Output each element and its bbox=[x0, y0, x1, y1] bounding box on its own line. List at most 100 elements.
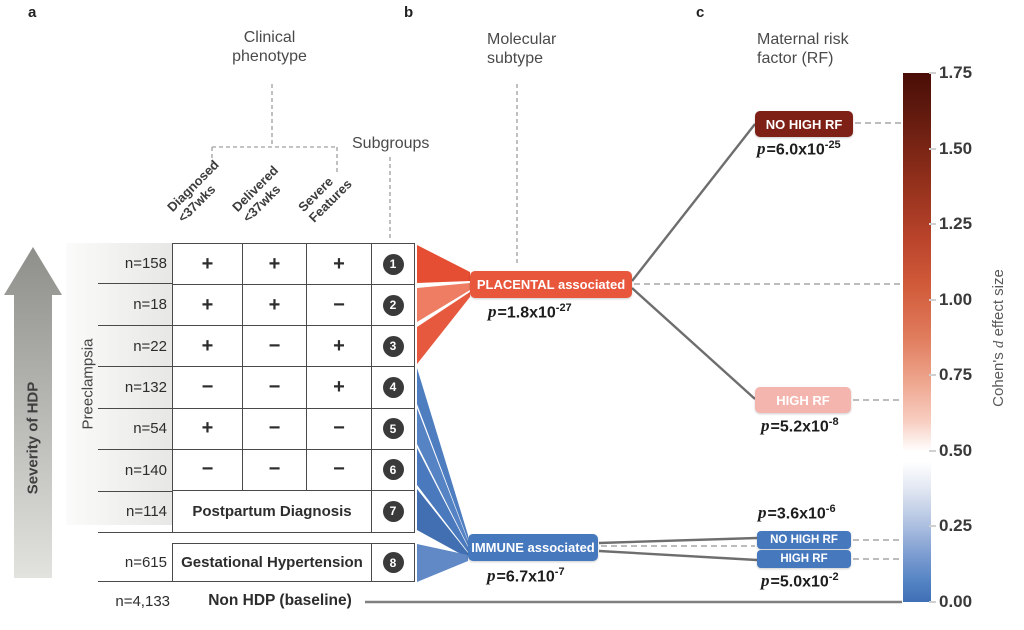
table-cell: + bbox=[307, 244, 372, 286]
row-count: n=615 bbox=[98, 543, 172, 582]
subgroup-cell: 6 bbox=[372, 450, 414, 491]
gestational-hypertension-label: Gestational Hypertension bbox=[173, 544, 372, 581]
colorbar-tick-label: 0.25 bbox=[939, 516, 973, 535]
subgroup-badge: 1 bbox=[382, 253, 404, 275]
phenotype-table: + + + 1 + + − 2 + − + 3 − − + 4 + − − 5 … bbox=[172, 243, 415, 533]
colorbar-tick bbox=[929, 374, 936, 376]
immune-highrf-pvalue: p=5.0x10-2 bbox=[761, 571, 839, 591]
placental-highrf-pvalue: p=5.2x10-8 bbox=[761, 416, 839, 436]
table-cell: − bbox=[243, 449, 307, 491]
row-count: n=22 bbox=[98, 326, 172, 368]
table-cell: + bbox=[307, 367, 372, 409]
table-cell: + bbox=[243, 244, 307, 286]
cohens-d-colorbar bbox=[903, 73, 931, 602]
colorbar-tick bbox=[929, 525, 936, 527]
colorbar-tick bbox=[929, 148, 936, 150]
immune-highrf-box: HIGH RF bbox=[757, 550, 851, 568]
baseline-label: Non HDP (baseline) bbox=[208, 592, 352, 609]
colorbar-tick bbox=[929, 299, 936, 301]
connector-placental-highrf bbox=[631, 287, 756, 400]
table-cell: + bbox=[173, 285, 243, 327]
table-cell: + bbox=[243, 285, 307, 327]
severity-axis-label: Severity of HDP bbox=[24, 381, 42, 495]
colorbar-tick-label: 1.75 bbox=[939, 63, 973, 82]
subgroup-badge: 6 bbox=[382, 459, 404, 481]
table-cell: − bbox=[243, 367, 307, 409]
table-cell: − bbox=[243, 326, 307, 368]
clinical-guide-line bbox=[211, 84, 338, 172]
colorbar-tick-label: 0.75 bbox=[939, 365, 973, 384]
maternal-rf-header: Maternal risk factor (RF) bbox=[757, 31, 849, 68]
panel-a-label: a bbox=[28, 4, 37, 21]
colorbar-tick-label: 0.50 bbox=[939, 441, 973, 460]
wedge-subgroup-7 bbox=[417, 489, 468, 558]
colorbar-tick bbox=[929, 223, 936, 225]
table-cell: − bbox=[173, 449, 243, 491]
postpartum-diagnosis-cell: Postpartum Diagnosis bbox=[173, 490, 372, 532]
immune-nohighrf-pvalue: p=3.6x10-6 bbox=[758, 503, 836, 523]
subgroup-cell: 8 bbox=[372, 544, 414, 581]
wedge-subgroup-5 bbox=[417, 408, 468, 546]
colorbar-axis-label: Cohen's d effect size bbox=[990, 269, 1007, 407]
connector-immune-highrf bbox=[598, 549, 758, 562]
subgroup-badge: 2 bbox=[382, 294, 404, 316]
subgroup-badge: 5 bbox=[382, 418, 404, 440]
subgroup-cell: 2 bbox=[372, 285, 414, 327]
subgroup-badge: 8 bbox=[382, 552, 404, 573]
colorbar-tick bbox=[929, 601, 936, 603]
row-count: n=140 bbox=[98, 450, 172, 492]
placental-highrf-box: HIGH RF bbox=[755, 387, 851, 413]
placental-nohighrf-box: NO HIGH RF bbox=[755, 111, 853, 137]
table-cell: + bbox=[173, 408, 243, 450]
panel-c-label: c bbox=[696, 4, 705, 21]
wedge-subgroup-2 bbox=[417, 283, 470, 322]
wedge-subgroup-4 bbox=[417, 368, 468, 540]
subgroup-cell: 5 bbox=[372, 409, 414, 450]
row-count: n=18 bbox=[98, 284, 172, 326]
table-cell: − bbox=[307, 449, 372, 491]
row-count: n=54 bbox=[98, 409, 172, 451]
wedge-subgroup-6 bbox=[417, 448, 468, 552]
row-count: n=158 bbox=[98, 243, 172, 285]
row-count-labels: n=158 n=18 n=22 n=132 n=54 n=140 n=114 bbox=[98, 243, 172, 533]
wedge-subgroup-3 bbox=[417, 292, 470, 364]
colorbar-tick-label: 1.50 bbox=[939, 139, 973, 158]
subgroup-cell: 1 bbox=[372, 244, 414, 286]
placental-subtype-box: PLACENTAL associated bbox=[470, 271, 632, 298]
severity-arrow bbox=[4, 247, 62, 578]
subgroup-cell: 7 bbox=[372, 491, 414, 532]
row-count: n=132 bbox=[98, 367, 172, 409]
table-cell: + bbox=[173, 326, 243, 368]
colorbar-tick bbox=[929, 450, 936, 452]
immune-nohighrf-box: NO HIGH RF bbox=[757, 531, 851, 549]
connector-placental-nohighrf bbox=[631, 123, 756, 282]
preeclampsia-panel bbox=[66, 243, 172, 525]
immune-subtype-box: IMMUNE associated bbox=[468, 534, 598, 561]
placental-nohighrf-pvalue: p=6.0x10-25 bbox=[757, 139, 841, 159]
immune-pvalue: p=6.7x10-7 bbox=[487, 566, 565, 586]
subgroup-cell: 3 bbox=[372, 326, 414, 368]
table-cell: − bbox=[307, 285, 372, 327]
subgroup-badge: 7 bbox=[382, 500, 404, 522]
placental-pvalue: p=1.8x10-27 bbox=[488, 302, 572, 322]
table-cell: − bbox=[307, 408, 372, 450]
table-cell: − bbox=[173, 367, 243, 409]
colorbar-tick-label: 1.00 bbox=[939, 290, 973, 309]
colorbar-tick-label: 0.00 bbox=[939, 592, 973, 611]
table-cell: − bbox=[243, 408, 307, 450]
gestational-hypertension-box: Gestational Hypertension 8 bbox=[172, 543, 415, 582]
colorbar-tick bbox=[929, 72, 936, 74]
baseline-count: n=4,133 bbox=[115, 593, 170, 610]
table-cell: + bbox=[173, 244, 243, 286]
connector-immune-nohighrf bbox=[598, 536, 758, 545]
panel-b-label: b bbox=[404, 4, 414, 21]
colorbar-tick-label: 1.25 bbox=[939, 214, 973, 233]
subgroup-badge: 4 bbox=[382, 376, 404, 398]
subgroup-badge: 3 bbox=[382, 335, 404, 357]
preeclampsia-label: Preeclampsia bbox=[79, 338, 97, 430]
clinical-phenotype-header: Clinical phenotype bbox=[232, 29, 307, 66]
subgroup-cell: 4 bbox=[372, 367, 414, 409]
molecular-subtype-header: Molecular subtype bbox=[487, 31, 557, 68]
wedge-subgroup-8 bbox=[417, 544, 468, 582]
